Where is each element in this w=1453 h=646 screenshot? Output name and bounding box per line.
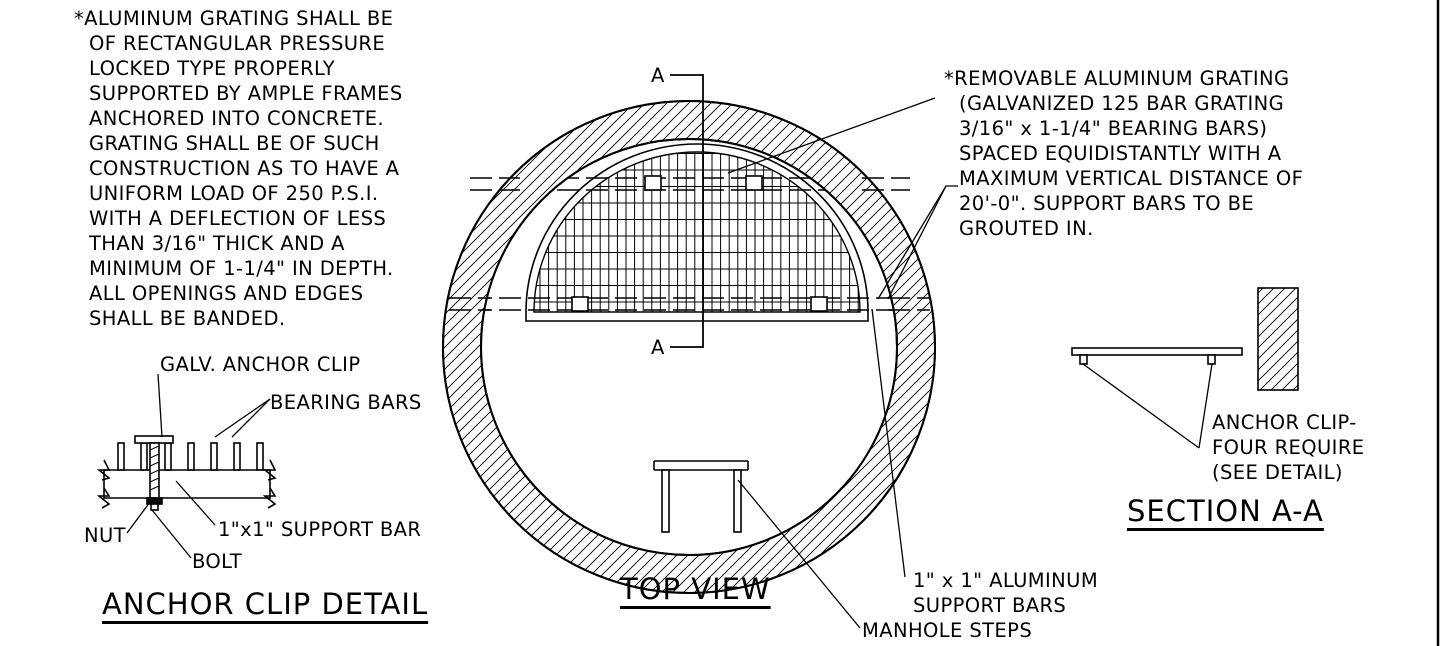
- note-line: *ALUMINUM GRATING SHALL BE: [74, 7, 394, 30]
- label-line: 1" x 1" ALUMINUM: [913, 569, 1099, 592]
- section-mark-bottom: A: [651, 336, 665, 359]
- label-line: SUPPORT BARS: [913, 594, 1067, 617]
- note-line: THAN 3/16" THICK AND A: [89, 232, 345, 255]
- label-line: ANCHOR CLIP-: [1212, 411, 1357, 434]
- removable-grating-note: *REMOVABLE ALUMINUM GRATING (GALVANIZED …: [944, 66, 1303, 241]
- anchor-clips: [571, 175, 828, 312]
- note-line: UNIFORM LOAD OF 250 P.S.I.: [89, 182, 379, 205]
- note-line: MAXIMUM VERTICAL DISTANCE OF: [959, 167, 1304, 190]
- section-aa-drawing: [1071, 287, 1299, 449]
- section-mark-top: A: [651, 64, 665, 87]
- note-line: WITH A DEFLECTION OF LESS: [89, 207, 387, 230]
- label-line: (SEE DETAIL): [1212, 461, 1343, 484]
- section-cut-line: [670, 74, 704, 348]
- note-line: 3/16" x 1-1/4" BEARING BARS): [959, 117, 1268, 140]
- label-line: FOUR REQUIRE: [1212, 436, 1365, 459]
- anchor-clip-detail-title: ANCHOR CLIP DETAIL: [102, 587, 429, 621]
- note-line: CONSTRUCTION AS TO HAVE A: [89, 157, 400, 180]
- note-line: GROUTED IN.: [959, 217, 1094, 240]
- galv-anchor-clip-label: GALV. ANCHOR CLIP: [160, 353, 361, 376]
- support-bar-label: 1"x1" SUPPORT BAR: [218, 518, 422, 541]
- note-line: OF RECTANGULAR PRESSURE: [89, 32, 386, 55]
- note-line: 20'-0". SUPPORT BARS TO BE: [959, 192, 1255, 215]
- aluminum-support-bars-label: 1" x 1" ALUMINUM SUPPORT BARS: [913, 568, 1098, 618]
- bolt-label: BOLT: [192, 550, 243, 573]
- note-line: ANCHORED INTO CONCRETE.: [89, 107, 385, 130]
- bearing-bars-label: BEARING BARS: [270, 391, 422, 414]
- note-line: LOCKED TYPE PROPERLY: [89, 57, 336, 80]
- support-bars-in-wall: [449, 177, 930, 311]
- note-line: (GALVANIZED 125 BAR GRATING: [959, 92, 1285, 115]
- note-line: MINIMUM OF 1-1/4" IN DEPTH.: [89, 257, 394, 280]
- section-aa-title: SECTION A-A: [1127, 494, 1324, 528]
- note-line: SUPPORTED BY AMPLE FRAMES: [89, 82, 403, 105]
- grating-spec-note: *ALUMINUM GRATING SHALL BE OF RECTANGULA…: [74, 6, 403, 331]
- note-line: *REMOVABLE ALUMINUM GRATING: [944, 67, 1290, 90]
- top-view-drawing: [441, 74, 958, 629]
- anchor-clip-detail-drawing: [96, 373, 277, 559]
- manhole-steps-label: MANHOLE STEPS: [862, 619, 1033, 642]
- section-anchor-clip-label: ANCHOR CLIP- FOUR REQUIRE (SEE DETAIL): [1212, 410, 1365, 485]
- manhole-steps: [653, 460, 749, 533]
- note-line: SPACED EQUIDISTANTLY WITH A: [959, 142, 1282, 165]
- top-view-title: TOP VIEW: [620, 572, 771, 606]
- note-line: GRATING SHALL BE OF SUCH: [89, 132, 380, 155]
- note-line: ALL OPENINGS AND EDGES: [89, 282, 364, 305]
- nut-label: NUT: [84, 524, 126, 547]
- top-view-leaders: [727, 97, 958, 629]
- note-line: SHALL BE BANDED.: [89, 307, 286, 330]
